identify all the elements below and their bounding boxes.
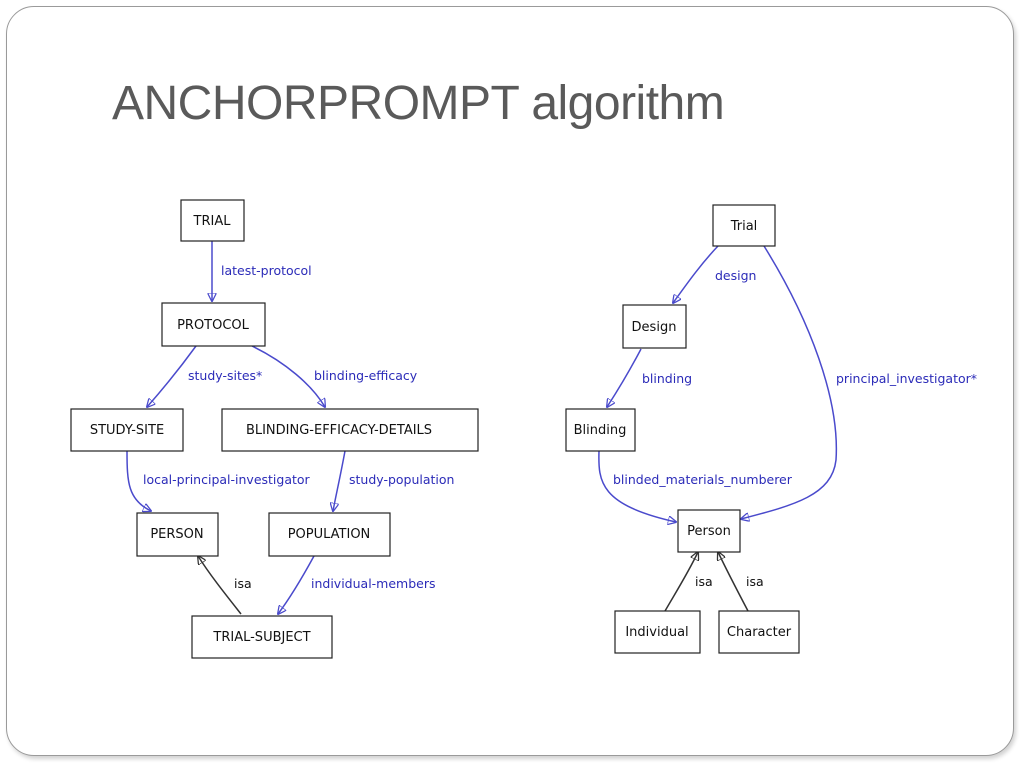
node-label-design: Design — [632, 320, 677, 335]
edge-label-isa-individual: isa — [695, 574, 713, 589]
node-label-trial: TRIAL — [193, 214, 232, 229]
node-label-individual: Individual — [625, 625, 688, 640]
edge-blinding — [607, 348, 642, 407]
edge-label-isa-character: isa — [746, 574, 764, 589]
node-study-site: STUDY-SITE — [70, 408, 184, 452]
edge-design — [673, 245, 719, 303]
node-label-blinding-efficacy-details: BLINDING-EFFICACY-DETAILS — [246, 423, 432, 438]
edge-local-principal-investigator — [126, 450, 151, 511]
edge-study-population — [333, 450, 346, 511]
node-person: PERSON — [136, 512, 219, 557]
edge-label-blinded-materials-numberer: blinded_materials_numberer — [613, 472, 793, 487]
node-individual: Individual — [614, 610, 701, 654]
node-label-protocol: PROTOCOL — [177, 318, 250, 333]
edge-label-latest-protocol: latest-protocol — [221, 263, 312, 278]
node-label-person-right: Person — [687, 524, 731, 539]
node-person-right: Person — [677, 509, 741, 553]
node-trial-right: Trial — [712, 204, 776, 247]
node-label-trial-subject: TRIAL-SUBJECT — [212, 630, 310, 645]
edge-individual-members — [278, 555, 315, 614]
edge-study-sites — [147, 345, 197, 407]
node-label-population: POPULATION — [288, 527, 371, 542]
node-population: POPULATION — [268, 512, 391, 557]
node-character: Character — [718, 610, 800, 654]
edge-label-blinding: blinding — [642, 371, 692, 386]
edge-label-local-principal-investigator: local-principal-investigator — [143, 472, 311, 487]
edge-isa-character-person — [718, 552, 749, 612]
slide-frame — [6, 6, 1014, 756]
node-label-blinding: Blinding — [574, 423, 627, 438]
edge-label-study-population: study-population — [349, 472, 454, 487]
edge-label-study-sites: study-sites* — [188, 368, 262, 383]
edge-label-individual-members: individual-members — [311, 576, 436, 591]
edge-isa-trial-subject-person — [198, 556, 242, 615]
slide-title: ANCHORPROMPT algorithm — [112, 77, 725, 130]
node-trial-subject: TRIAL-SUBJECT — [191, 615, 333, 659]
node-blinding: Blinding — [565, 408, 636, 452]
node-label-person: PERSON — [150, 527, 203, 542]
edge-blinded-materials-numberer — [598, 450, 676, 522]
edge-isa-individual-person — [664, 552, 698, 612]
left-diagram: latest-protocol study-sites* blinding-ef… — [70, 199, 479, 659]
edge-principal-investigator — [741, 245, 838, 519]
node-label-trial-right: Trial — [730, 219, 758, 234]
node-design: Design — [622, 304, 687, 349]
edge-label-design: design — [715, 268, 756, 283]
right-diagram: design blinding principal_investigator* … — [565, 204, 977, 654]
edge-label-blinding-efficacy: blinding-efficacy — [314, 368, 418, 383]
node-label-study-site: STUDY-SITE — [90, 423, 164, 438]
node-trial: TRIAL — [180, 199, 245, 242]
node-blinding-efficacy-details: BLINDING-EFFICACY-DETAILS — [221, 408, 479, 452]
node-label-character: Character — [727, 625, 792, 640]
node-protocol: PROTOCOL — [161, 302, 266, 347]
edge-label-isa: isa — [234, 576, 252, 591]
edge-label-principal-investigator: principal_investigator* — [836, 371, 977, 386]
edge-blinding-efficacy — [251, 345, 325, 407]
